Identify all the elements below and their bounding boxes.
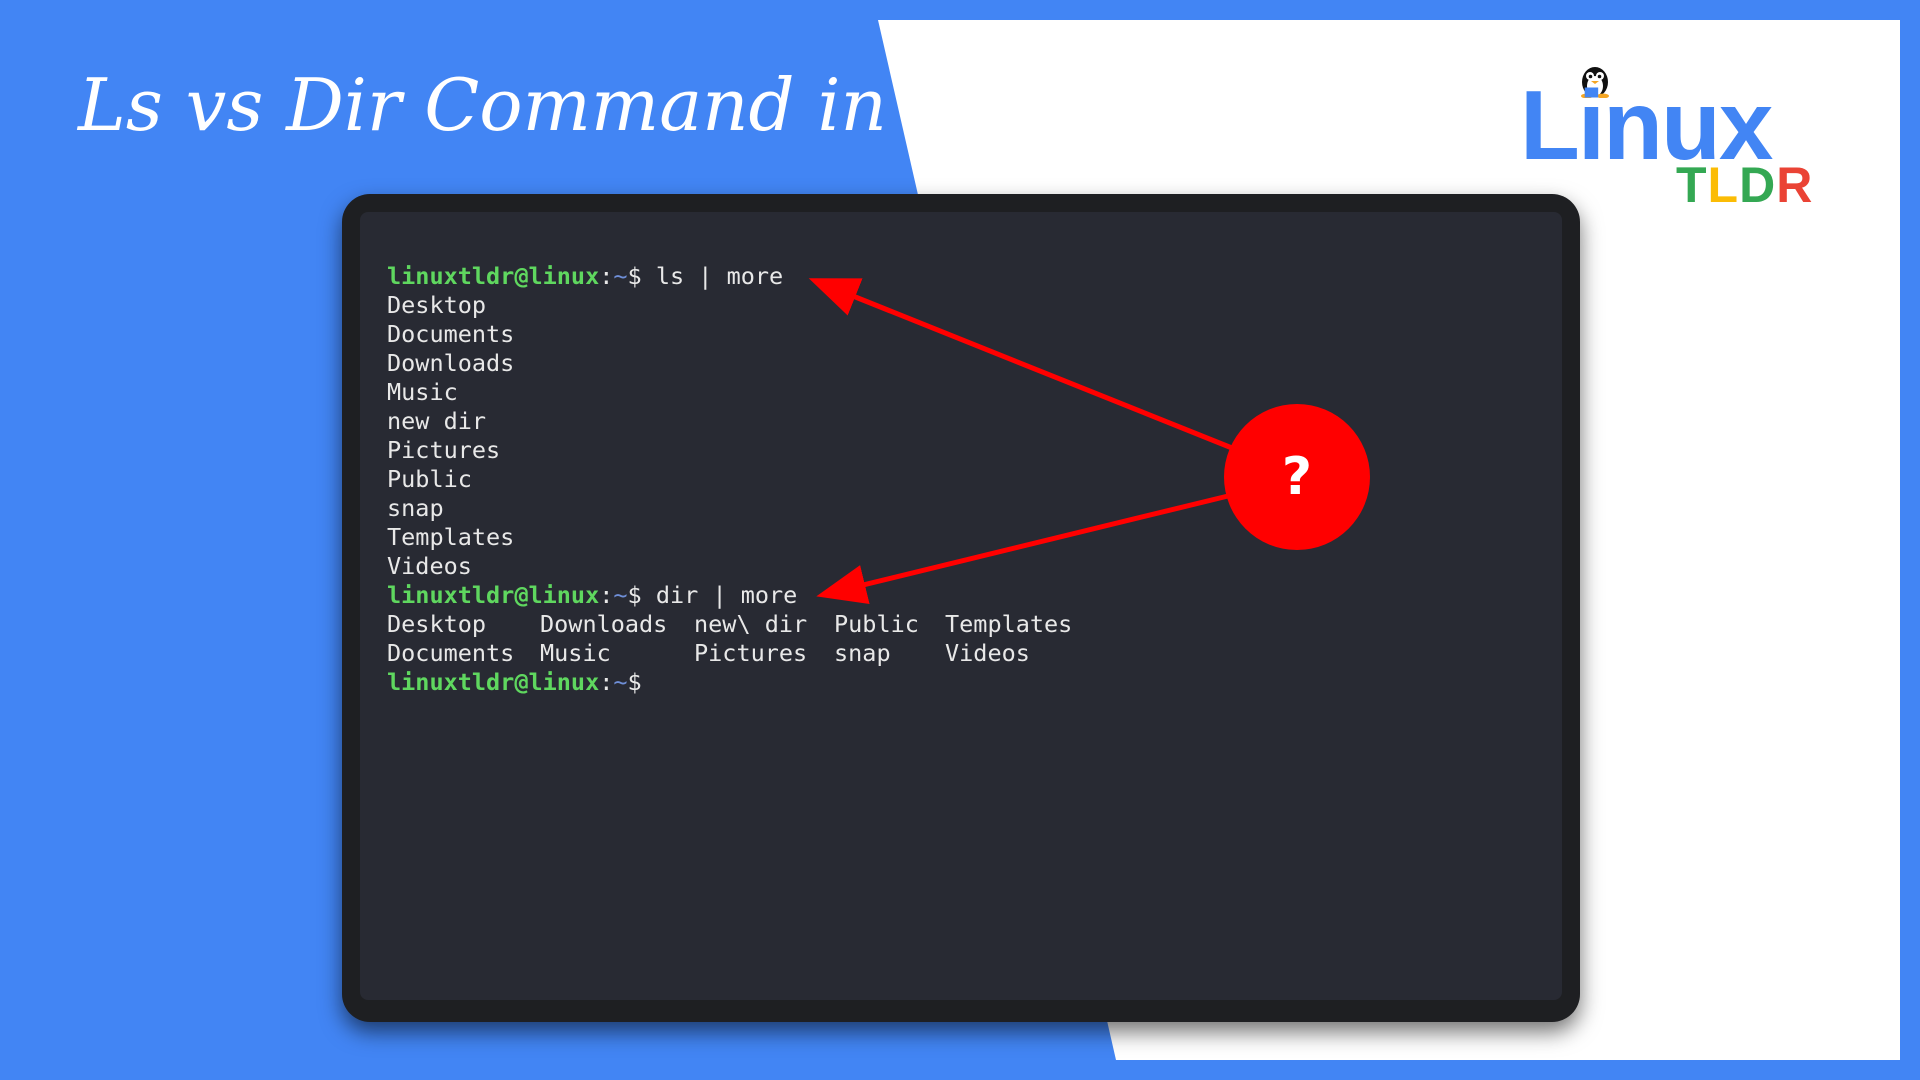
- terminal-prompt-line: linuxtldr@linux:~$: [387, 668, 1085, 697]
- ls-output-line: Downloads: [387, 349, 515, 377]
- terminal-command-line: linuxtldr@linux:~$ dir | more: [387, 581, 1085, 610]
- ls-output-line: Desktop: [387, 291, 487, 319]
- dir-output-cell: snap: [834, 639, 891, 667]
- logo-word: Linux: [1520, 70, 1773, 180]
- prompt-colon: :: [599, 581, 614, 609]
- ls-output-line: Templates: [387, 523, 515, 551]
- logo-letter-r: R: [1776, 157, 1814, 213]
- ls-output-line: Public: [387, 465, 472, 493]
- ls-output-line: Videos: [387, 552, 472, 580]
- logo-letter-t: T: [1676, 157, 1708, 213]
- dir-output-cell: Downloads: [540, 610, 668, 638]
- ls-output-line: Documents: [387, 320, 515, 348]
- penguin-icon: [1581, 67, 1609, 98]
- dir-output-row: Desktop Downloads new\ dir Public Templates: [387, 610, 1085, 639]
- dir-output-cell: new\ dir: [694, 610, 808, 638]
- prompt-user-host: linuxtldr@linux: [387, 262, 600, 290]
- question-mark-label: ?: [1281, 447, 1313, 507]
- prompt-colon: :: [599, 668, 614, 696]
- command-text: ls | more: [641, 262, 784, 290]
- prompt-tilde: ~: [613, 262, 628, 290]
- ls-output-line: Music: [387, 378, 458, 406]
- headline-title: Ls vs Dir Command in Linux: [78, 63, 1114, 147]
- dir-output-row: Documents Music Pictures snap Videos: [387, 639, 1085, 668]
- dir-output-cell: Videos: [945, 639, 1030, 667]
- logo-subtitle: TLDR: [1676, 160, 1813, 210]
- dir-output-cell: Music: [540, 639, 611, 667]
- prompt-user-host: linuxtldr@linux: [387, 668, 600, 696]
- ls-output-line: snap: [387, 494, 444, 522]
- prompt-user-host: linuxtldr@linux: [387, 581, 600, 609]
- terminal-command-line: linuxtldr@linux:~$ ls | more: [387, 262, 1085, 291]
- prompt-dollar: $: [627, 581, 642, 609]
- linux-tldr-logo: Linux TLDR: [1520, 64, 1820, 214]
- logo-letter-d: D: [1739, 157, 1777, 213]
- dir-output-cell: Templates: [945, 610, 1073, 638]
- dir-output-cell: Pictures: [694, 639, 808, 667]
- ls-output-line: Pictures: [387, 436, 501, 464]
- command-text: dir | more: [641, 581, 798, 609]
- ls-output-line: new dir: [387, 407, 487, 435]
- prompt-dollar: $: [627, 262, 642, 290]
- dir-output-cell: Public: [834, 610, 919, 638]
- dir-output-cell: Desktop: [387, 610, 487, 638]
- dir-output-cell: Documents: [387, 639, 515, 667]
- prompt-dollar: $: [627, 668, 642, 696]
- prompt-tilde: ~: [613, 668, 628, 696]
- prompt-tilde: ~: [613, 581, 628, 609]
- logo-letter-l: L: [1707, 157, 1740, 213]
- terminal-output: linuxtldr@linux:~$ ls | more Desktop Doc…: [387, 262, 1085, 697]
- prompt-colon: :: [599, 262, 614, 290]
